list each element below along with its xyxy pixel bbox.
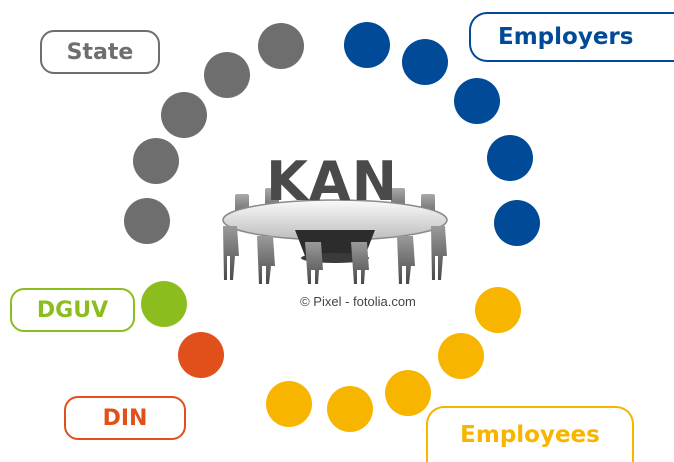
kan-title: KAN bbox=[266, 150, 398, 213]
din-dot-1 bbox=[178, 332, 224, 378]
employees-dot-4 bbox=[327, 386, 373, 432]
state-dot-5 bbox=[124, 198, 170, 244]
photo-credit: © Pixel - fotolia.com bbox=[300, 294, 416, 309]
employers-dot-5 bbox=[494, 200, 540, 246]
label-employers: Employers bbox=[469, 12, 674, 62]
state-dot-1 bbox=[258, 23, 304, 69]
employees-dot-5 bbox=[266, 381, 312, 427]
employers-dot-1 bbox=[344, 22, 390, 68]
label-state: State bbox=[40, 30, 160, 74]
label-dguv: DGUV bbox=[10, 288, 135, 332]
employees-dot-3 bbox=[385, 370, 431, 416]
state-dot-2 bbox=[204, 52, 250, 98]
employers-dot-2 bbox=[402, 39, 448, 85]
state-dot-3 bbox=[161, 92, 207, 138]
employers-dot-3 bbox=[454, 78, 500, 124]
employees-dot-1 bbox=[475, 287, 521, 333]
label-employees: Employees bbox=[426, 406, 634, 462]
employers-dot-4 bbox=[487, 135, 533, 181]
dguv-dot-1 bbox=[141, 281, 187, 327]
state-dot-4 bbox=[133, 138, 179, 184]
employees-dot-2 bbox=[438, 333, 484, 379]
label-din: DIN bbox=[64, 396, 186, 440]
conference-table-icon bbox=[222, 188, 448, 284]
